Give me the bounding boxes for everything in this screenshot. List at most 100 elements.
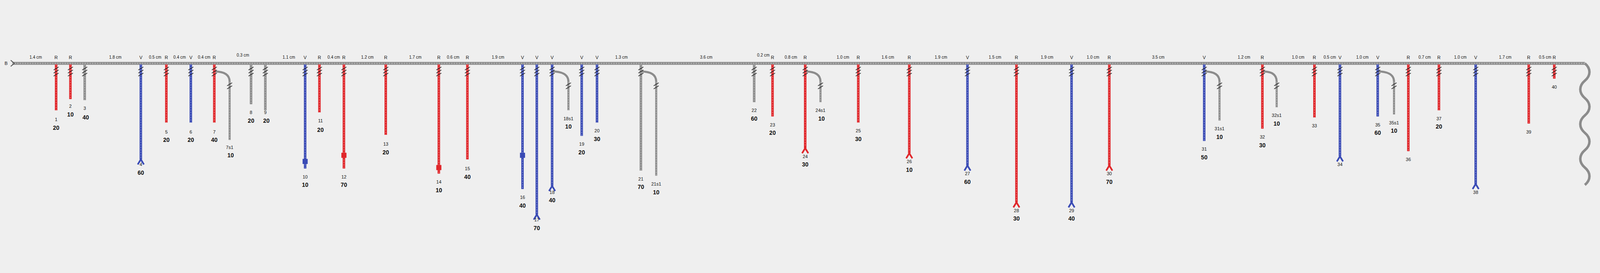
value-label: 10	[1273, 120, 1280, 127]
hatch-mark	[549, 73, 555, 77]
branch	[249, 64, 253, 105]
value-label: 30	[1259, 142, 1266, 148]
hatch-mark	[341, 66, 347, 70]
callout-number: 32	[1259, 134, 1265, 140]
hatch-mark	[436, 73, 442, 77]
branch	[139, 64, 143, 160]
hatch-mark	[653, 85, 659, 89]
callout-number: 36	[1405, 157, 1411, 162]
callout-number: 24	[802, 153, 808, 159]
value-label: 10	[227, 152, 235, 158]
hatch-mark	[53, 73, 59, 77]
branch-texture	[522, 64, 523, 190]
hatch-mark	[1259, 69, 1265, 73]
branch	[535, 64, 538, 215]
branch	[907, 64, 911, 154]
hatch-mark	[163, 73, 169, 77]
branch-type-letter: R	[1406, 54, 1411, 60]
hatch-mark	[341, 69, 347, 73]
callout-number: 23	[769, 122, 775, 127]
distance-label: 1.6 cm	[881, 55, 895, 60]
branch	[1407, 64, 1410, 152]
branch-type-letter: V	[1338, 54, 1342, 60]
hatch-mark	[1069, 73, 1075, 77]
distance-label: 1.0 cm	[1086, 55, 1100, 60]
side-shoot	[552, 71, 569, 111]
value-label: 20	[247, 117, 255, 124]
stem-continuation	[1580, 63, 1590, 185]
hatch-mark	[579, 69, 585, 73]
branch-texture	[908, 64, 910, 154]
branch	[213, 64, 216, 123]
hatch-mark	[520, 73, 526, 77]
callout-number: 21	[638, 176, 644, 181]
hatch-mark	[565, 85, 571, 89]
hatch-mark	[1551, 69, 1557, 73]
distance-label: 0.6 cm	[446, 55, 460, 60]
value-label: 10	[435, 187, 443, 193]
value-label: 10	[906, 166, 913, 173]
hatch-mark	[802, 66, 808, 70]
branch	[639, 64, 643, 171]
callout-number: 15	[464, 166, 470, 171]
value-label: 60	[137, 169, 145, 176]
distance-label: 1.0 cm	[1355, 55, 1369, 60]
branch-type-letter: V	[1069, 54, 1073, 60]
hatch-mark	[1201, 66, 1207, 70]
branch-type-letter: R	[803, 54, 807, 60]
branch-fork	[964, 165, 971, 171]
branch	[1070, 64, 1073, 203]
value-label: 60	[964, 178, 972, 185]
branch-fork	[1068, 202, 1075, 208]
branch-type-letter: R	[770, 54, 775, 60]
hatch-mark	[653, 82, 659, 86]
hatch-mark	[802, 69, 808, 73]
stem-texture	[12, 62, 1585, 65]
branch-knot	[436, 164, 442, 170]
hatch-mark	[383, 66, 389, 70]
hatch-mark	[316, 73, 322, 77]
branch-texture	[1262, 64, 1263, 129]
hatch-mark	[964, 73, 970, 77]
hatch-mark	[1106, 69, 1112, 73]
branch-fork	[1013, 202, 1020, 208]
callout-number: 40	[1551, 84, 1557, 89]
value-label: 70	[533, 224, 541, 231]
callout-number: 13	[383, 141, 389, 147]
distance-label: 0.5 cm	[148, 55, 162, 60]
hatch-mark	[436, 66, 442, 70]
distance-label: 0.2 cm	[756, 53, 770, 58]
value-label: 10	[67, 111, 74, 118]
hatch-mark	[302, 69, 308, 73]
branch-type-letter: R	[212, 54, 217, 60]
hatch-mark	[1274, 85, 1280, 89]
branch-texture	[190, 64, 192, 123]
hatch-mark	[163, 66, 169, 70]
hatch-mark	[1526, 73, 1531, 77]
value-label: 30	[593, 135, 601, 142]
branch-texture	[804, 64, 806, 148]
value-label: 10	[565, 123, 572, 130]
hatch-mark	[1391, 82, 1397, 86]
hatch-mark	[769, 69, 775, 73]
hatch-mark	[594, 66, 600, 70]
branch-texture	[1071, 64, 1073, 203]
hatch-mark	[464, 73, 470, 77]
value-label: 20	[769, 129, 777, 136]
callout-number: 9	[263, 110, 267, 115]
callout-number: 25	[855, 128, 861, 134]
branch	[83, 64, 87, 101]
distance-label: 0.4 cm	[197, 55, 211, 60]
hatch-mark	[82, 69, 88, 73]
callout-number: 28	[1013, 207, 1019, 213]
callout-number: 18s1	[563, 115, 574, 121]
hatch-mark	[534, 73, 540, 77]
hatch-mark	[1013, 69, 1019, 73]
distance-label: 1.9 cm	[491, 55, 505, 60]
hatch-mark	[316, 66, 322, 70]
branch	[165, 64, 168, 123]
value-label: 10	[301, 181, 309, 188]
branch	[966, 64, 969, 166]
